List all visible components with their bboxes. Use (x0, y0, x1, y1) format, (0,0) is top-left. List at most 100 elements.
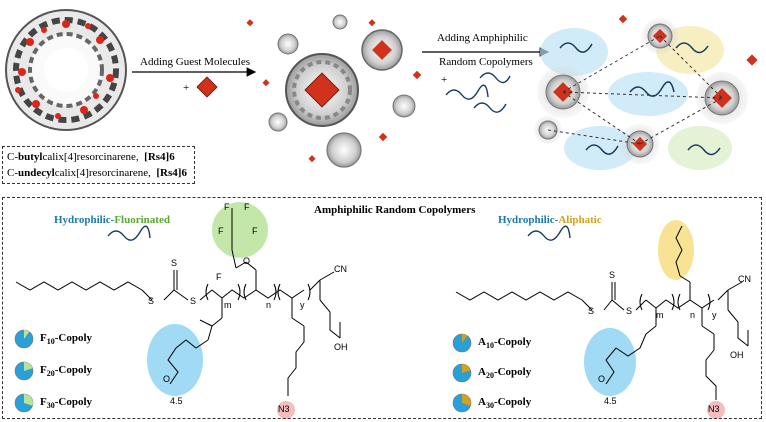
atom-o: O (598, 374, 606, 384)
copolymer-coil-small-icons (107, 225, 571, 241)
copoly-suffix: -Copoly (54, 364, 93, 376)
left-heading: Hydrophilic-Fluorinated (54, 214, 170, 226)
copolymer-panel (2, 197, 762, 419)
pie-icons-fluorinated (14, 329, 34, 413)
copoly-letter: A (478, 336, 486, 348)
azide-blob (277, 401, 295, 419)
arrow1-label: Adding Guest Molecules (140, 56, 250, 68)
copoly-letter: F (40, 332, 47, 344)
alkyl-blob (658, 220, 694, 280)
legend-line-butyl: C-butylcalix[4]resorcinarene, [Rs4]6 (7, 151, 175, 163)
arrow2-label-line1: Adding Amphiphilic (437, 32, 528, 44)
label-y: y (300, 300, 305, 310)
copoly-sub: 10 (485, 341, 494, 351)
pie-f10 (14, 329, 34, 349)
calixarene-cage-large (5, 9, 127, 131)
arrow2-label-line2: Random Copolymers (439, 56, 533, 68)
atom-s: S (609, 270, 616, 280)
copoly-suffix: -Copoly (54, 396, 93, 408)
label-m: m (224, 300, 232, 310)
atom-f: F (224, 202, 230, 212)
heading-hydrophilic: Hydrophilic (54, 214, 111, 226)
heading-sep: - (554, 214, 559, 226)
atom-o: O (243, 256, 251, 266)
atom-s: S (171, 258, 178, 268)
pie-a10-slice (462, 334, 468, 343)
copoly-suffix: -Copoly (493, 336, 532, 348)
calixarene-legend-box: C-butylcalix[4]resorcinarene, [Rs4]6 C-u… (2, 146, 195, 184)
legend-rest: calix[4]resorcinarene, (54, 167, 151, 179)
label-oh: OH (334, 342, 348, 352)
label-peg-repeat: 4.5 (170, 396, 183, 406)
label-peg-repeat: 4.5 (604, 396, 617, 406)
copoly-label-f10: F10-Copoly (40, 332, 92, 346)
fluoro-blob (212, 202, 268, 258)
copoly-sub: 20 (485, 371, 494, 381)
atom-s: S (190, 296, 197, 306)
fluorinated-copolymer-structure (15, 202, 341, 419)
atom-o: O (163, 374, 171, 384)
label-cn: CN (738, 274, 751, 284)
label-n3: N3 (708, 404, 720, 414)
pie-a20-slice (462, 364, 471, 373)
legend-bold: butyl (18, 151, 43, 163)
atom-f: F (252, 226, 258, 236)
supramolecular-network (534, 14, 758, 170)
guest-molecule-icon (196, 76, 218, 98)
legend-tag: [Rs4]6 (144, 151, 175, 163)
legend-line-undecyl: C-undecylcalix[4]resorcinarene, [Rs4]6 (7, 167, 187, 179)
atom-f: F (216, 272, 222, 282)
atom-s: S (588, 306, 595, 316)
peg-blob-right (584, 328, 636, 396)
label-oh: OH (730, 350, 744, 360)
atom-f: F (218, 226, 224, 236)
heading-sep: - (110, 214, 115, 226)
pie-f10-slice (24, 330, 30, 339)
legend-bold: undecyl (18, 167, 55, 179)
label-y: y (712, 310, 717, 320)
copoly-letter: F (40, 364, 47, 376)
legend-prefix: C- (7, 167, 18, 179)
pie-a30 (452, 393, 472, 413)
pie-f30 (14, 393, 34, 413)
copoly-label-a10: A10-Copoly (478, 336, 531, 350)
host-guest-cluster (246, 14, 422, 168)
copoly-label-f30: F30-Copoly (40, 396, 92, 410)
plus-sign-2: + (441, 74, 448, 86)
copoly-suffix: -Copoly (54, 332, 93, 344)
atom-s: S (626, 306, 633, 316)
label-cn: CN (334, 264, 347, 274)
panel-title: Amphiphilic Random Copolymers (314, 204, 476, 216)
copoly-letter: A (478, 396, 486, 408)
heading-fluorinated: Fluorinated (114, 214, 170, 226)
label-n3: N3 (278, 404, 290, 414)
copolymer-coil-icons (445, 72, 511, 113)
atom-f: F (244, 202, 250, 212)
copoly-letter: F (40, 396, 47, 408)
plus-sign-1: + (183, 82, 190, 94)
aliphatic-copolymer-structure (455, 220, 749, 419)
legend-tag: [Rs4]6 (156, 167, 187, 179)
copoly-letter: A (478, 366, 486, 378)
legend-prefix: C- (7, 151, 18, 163)
pie-f20-slice (24, 362, 33, 371)
label-n: n (266, 300, 272, 310)
copoly-label-f20: F20-Copoly (40, 364, 92, 378)
pie-a20 (452, 363, 472, 383)
copoly-sub: 30 (46, 401, 55, 411)
label-n: n (690, 310, 696, 320)
legend-rest: calix[4]resorcinarene, (42, 151, 139, 163)
copoly-label-a20: A20-Copoly (478, 366, 531, 380)
pie-a30-slice (462, 394, 471, 406)
heading-hydrophilic: Hydrophilic (498, 214, 555, 226)
azide-blob-right (707, 401, 725, 419)
pie-f30-slice (24, 394, 33, 406)
heading-aliphatic: Aliphatic (558, 214, 602, 226)
copoly-label-a30: A30-Copoly (478, 396, 531, 410)
label-m: m (656, 310, 664, 320)
pie-icons-aliphatic (452, 333, 472, 413)
copoly-suffix: -Copoly (493, 366, 532, 378)
copoly-sub: 10 (46, 337, 55, 347)
